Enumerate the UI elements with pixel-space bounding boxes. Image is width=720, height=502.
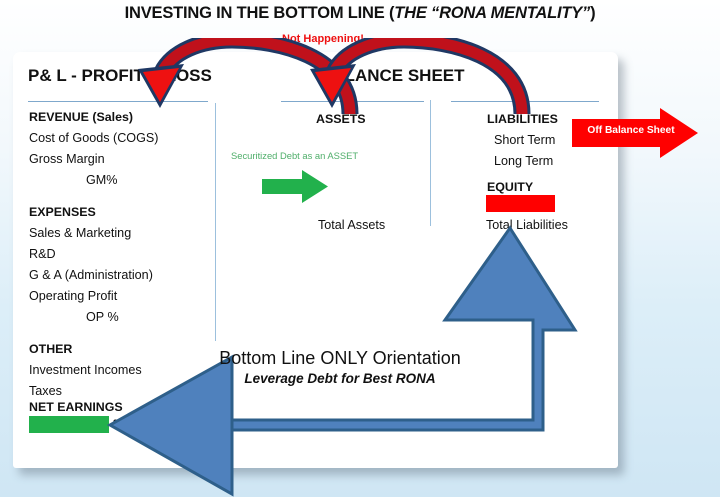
assets-header: ASSETS: [316, 112, 366, 126]
pl-divider: [28, 101, 208, 102]
liabilities-short-term: Short Term: [494, 133, 556, 147]
liabilities-long-term: Long Term: [494, 154, 554, 168]
liabilities-header: LIABILITIES: [487, 112, 558, 126]
equity-bar: [486, 195, 555, 212]
off-balance-sheet-arrow-icon: [572, 108, 698, 158]
pl-investment-incomes: Investment Incomes: [29, 363, 142, 377]
page-title-close: ): [590, 4, 596, 22]
securitized-debt-note: Securitized Debt as an ASSET: [231, 150, 359, 161]
not-happening-label: Not Happening!: [282, 33, 364, 45]
pl-net-earnings: NET EARNINGS: [29, 400, 123, 414]
liabilities-total: Total Liabilities: [486, 218, 568, 232]
pl-operating-profit: Operating Profit: [29, 289, 118, 303]
pl-taxes: Taxes: [29, 384, 62, 398]
pl-sales-marketing: Sales & Marketing: [29, 226, 132, 240]
pl-other: OTHER: [29, 342, 73, 356]
page-title: INVESTING IN THE BOTTOM LINE (THE “RONA …: [0, 4, 720, 23]
callout-line-1: Bottom Line ONLY Orientation: [219, 348, 461, 368]
pl-bs-vertical-divider: [215, 103, 216, 341]
curved-arrow-right-icon: [300, 31, 550, 116]
page-title-plain: INVESTING IN THE BOTTOM LINE (: [124, 4, 395, 22]
pl-op-pct: OP %: [86, 310, 119, 324]
securitized-debt-arrow-icon: [262, 170, 328, 203]
off-balance-sheet-label: Off Balance Sheet: [587, 125, 675, 136]
pl-expenses: EXPENSES: [29, 205, 96, 219]
assets-total: Total Assets: [318, 218, 386, 232]
callout-line-2: Leverage Debt for Best RONA: [244, 371, 436, 386]
pl-gross-margin: Gross Margin: [29, 152, 105, 166]
pl-g-and-a: G & A (Administration): [29, 268, 153, 282]
pl-rnd: R&D: [29, 247, 56, 261]
pl-cogs: Cost of Goods (COGS): [29, 131, 159, 145]
pl-revenue: REVENUE (Sales): [29, 110, 133, 124]
assets-liabilities-vertical-divider: [430, 100, 431, 226]
pl-gm-pct: GM%: [86, 173, 118, 187]
balance-sheet-header: BALANCE SHEET: [320, 66, 465, 85]
bottom-line-callout: Bottom Line ONLY Orientation Leverage De…: [200, 348, 480, 386]
page-title-italic: THE “RONA MENTALITY”: [394, 4, 591, 22]
equity-header: EQUITY: [487, 180, 534, 194]
net-earnings-bar: [29, 416, 109, 433]
bottom-line-elbow-arrow-icon: [100, 222, 590, 497]
